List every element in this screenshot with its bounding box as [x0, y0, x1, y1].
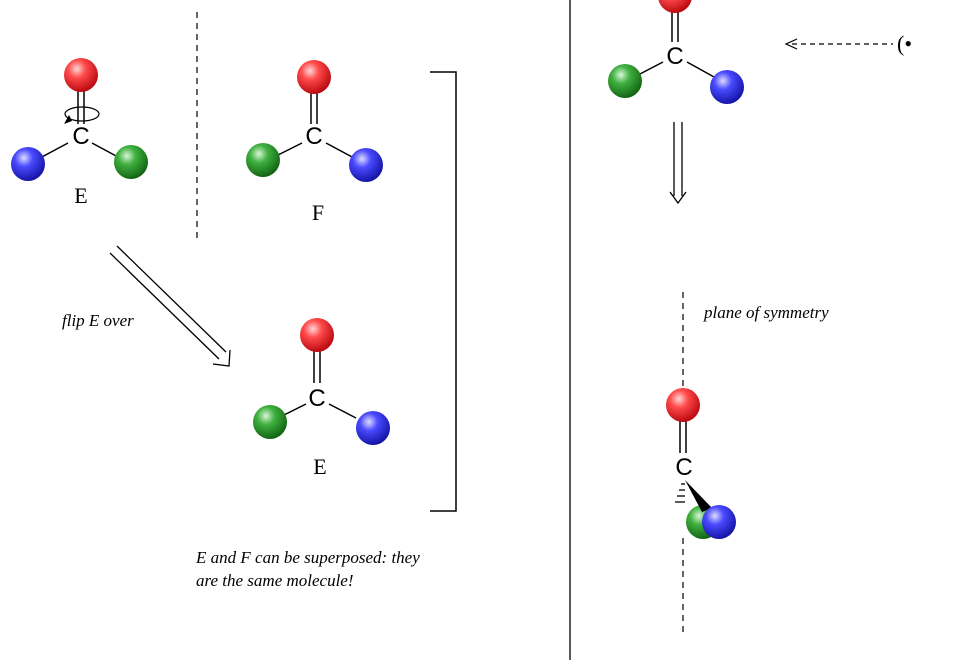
oxygen-atom	[300, 318, 334, 352]
cut-off-glyph: (•	[897, 31, 912, 56]
molecule-e-flipped-label: E	[313, 454, 326, 479]
molecule-e-label: E	[74, 183, 87, 208]
bond-right	[328, 403, 357, 419]
green-group-atom	[114, 145, 148, 179]
oxygen-atom	[658, 0, 692, 13]
molecule-side-view: C	[666, 388, 736, 539]
bond-right	[325, 142, 355, 159]
carbon-label: C	[675, 454, 692, 481]
blue-group-atom	[11, 147, 45, 181]
green-group-atom	[246, 143, 280, 177]
carbon-label: C	[308, 385, 325, 412]
molecule-e: C E	[11, 58, 148, 208]
blue-group-atom	[349, 148, 383, 182]
symmetry-note: plane of symmetry	[703, 303, 829, 322]
flip-note: flip E over	[62, 311, 134, 330]
molecule-f: C F	[246, 60, 383, 225]
superposed-note-line2: are the same molecule!	[196, 571, 354, 590]
double-shaft-arrow-icon	[109, 245, 231, 367]
bond-left	[281, 403, 307, 417]
oxygen-atom	[666, 388, 700, 422]
dashed-pointer-arrow-icon	[784, 38, 893, 50]
oxygen-atom	[297, 60, 331, 94]
bond-right	[91, 142, 119, 158]
wedge-bond	[685, 480, 712, 512]
carbon-label: C	[666, 43, 683, 70]
bond-right	[686, 61, 715, 78]
blue-group-atom	[710, 70, 744, 104]
bond-left	[637, 61, 664, 76]
green-group-atom	[608, 64, 642, 98]
molecule-right-top: C	[608, 0, 744, 104]
superposed-note-line1: E and F can be superposed: they	[195, 548, 420, 567]
rotation-arrow-icon	[64, 106, 100, 124]
molecule-e-flipped: C E	[253, 318, 390, 479]
molecule-f-label: F	[312, 200, 324, 225]
blue-group-atom	[356, 411, 390, 445]
carbon-label: C	[305, 123, 322, 150]
double-shaft-arrow-icon	[669, 122, 687, 205]
oxygen-atom	[64, 58, 98, 92]
blue-group-atom	[702, 505, 736, 539]
bond-left	[39, 142, 69, 159]
comparison-bracket	[430, 71, 457, 512]
green-group-atom	[253, 405, 287, 439]
hashed-bond	[675, 483, 685, 503]
carbon-label: C	[72, 123, 89, 150]
